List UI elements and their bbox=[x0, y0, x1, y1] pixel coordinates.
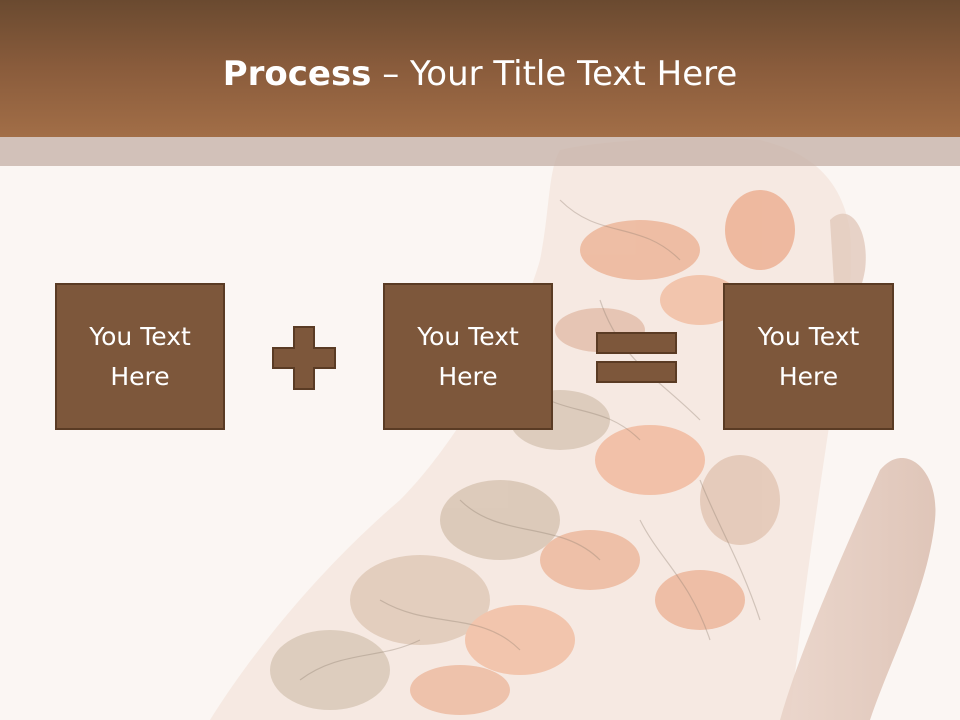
slide-title: Process – Your Title Text Here bbox=[0, 52, 960, 96]
title-rest-part: – Your Title Text Here bbox=[371, 54, 738, 94]
process-box-2[interactable]: You Text Here bbox=[383, 283, 553, 430]
process-box-3-text: You Text Here bbox=[758, 317, 860, 397]
process-box-1[interactable]: You Text Here bbox=[55, 283, 225, 430]
process-box-3-line1: You Text bbox=[757, 321, 860, 351]
equals-icon bbox=[596, 332, 677, 383]
title-bar: Process – Your Title Text Here bbox=[0, 0, 960, 137]
process-box-3-line2: Here bbox=[778, 361, 839, 391]
process-box-1-line1: You Text bbox=[89, 321, 191, 351]
process-box-2-line1: You Text bbox=[417, 321, 519, 351]
title-bold-part: Process bbox=[222, 54, 372, 94]
process-box-1-text: You Text Here bbox=[89, 317, 191, 397]
process-box-3[interactable]: You Text Here bbox=[723, 283, 894, 430]
process-box-2-text: You Text Here bbox=[417, 317, 519, 397]
title-underband bbox=[0, 137, 960, 166]
process-box-2-line2: Here bbox=[438, 361, 498, 391]
process-box-1-line2: Here bbox=[110, 361, 170, 391]
plus-icon bbox=[272, 326, 336, 390]
